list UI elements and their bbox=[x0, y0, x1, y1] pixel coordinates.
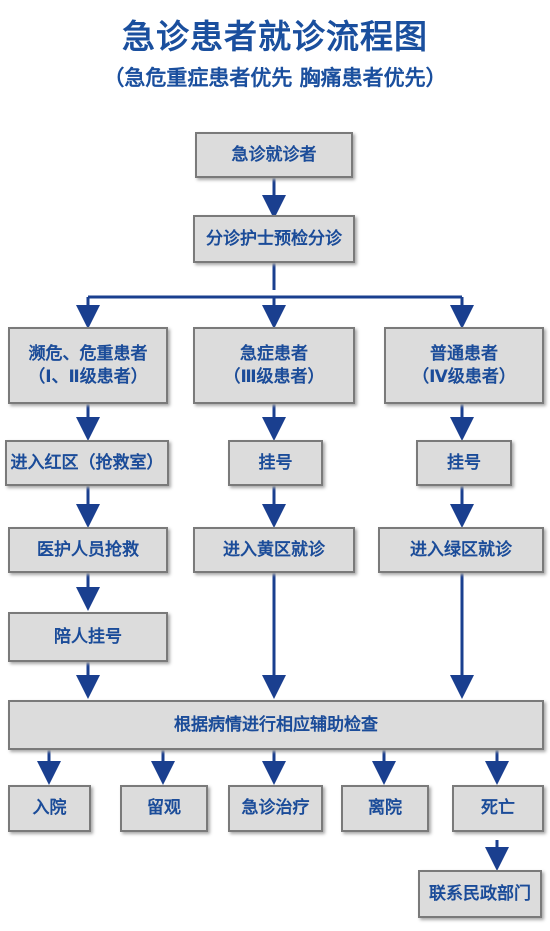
yellow-zone-box: 进入黄区就诊 bbox=[193, 527, 355, 573]
rescue-box: 医护人员抢救 bbox=[8, 527, 168, 573]
normal-patients-label: 普通患者 bbox=[430, 344, 498, 365]
civil-affairs-box: 联系民政部门 bbox=[418, 870, 542, 918]
rescue-label: 医护人员抢救 bbox=[37, 539, 139, 560]
observe-box: 留观 bbox=[120, 785, 208, 832]
urgent-level-label: （Ⅲ级患者） bbox=[223, 366, 325, 387]
green-zone-label: 进入绿区就诊 bbox=[410, 539, 512, 560]
urgent-patients-label: 急症患者 bbox=[240, 344, 308, 365]
register-normal-box: 挂号 bbox=[416, 440, 512, 486]
register-normal-label: 挂号 bbox=[447, 452, 481, 473]
escort-register-box: 陪人挂号 bbox=[8, 612, 168, 662]
exam-label: 根据病情进行相应辅助检查 bbox=[174, 714, 378, 735]
critical-patients-label: 濒危、危重患者 bbox=[28, 344, 148, 365]
admit-label: 入院 bbox=[32, 798, 67, 819]
urgent-patients-box: 急症患者 （Ⅲ级患者） bbox=[193, 327, 355, 404]
critical-level-label: （Ⅰ、Ⅱ级患者） bbox=[28, 366, 148, 387]
red-zone-box: 进入红区（抢救室） bbox=[5, 440, 169, 486]
green-zone-box: 进入绿区就诊 bbox=[378, 527, 544, 573]
observe-label: 留观 bbox=[147, 798, 181, 819]
patient-box: 急诊就诊者 bbox=[195, 132, 353, 178]
page-title: 急诊患者就诊流程图 bbox=[122, 17, 428, 56]
normal-patients-box: 普通患者 （Ⅳ级患者） bbox=[384, 327, 544, 404]
admit-box: 入院 bbox=[8, 785, 91, 832]
normal-level-label: （Ⅳ级患者） bbox=[412, 366, 516, 387]
death-label: 死亡 bbox=[481, 798, 515, 819]
page-subtitle: （急危重症患者优先 胸痛患者优先） bbox=[103, 66, 447, 90]
discharge-label: 离院 bbox=[368, 798, 402, 819]
civil-affairs-label: 联系民政部门 bbox=[429, 883, 531, 904]
exam-box: 根据病情进行相应辅助检查 bbox=[8, 700, 544, 750]
red-zone-label: 进入红区（抢救室） bbox=[10, 452, 164, 473]
discharge-box: 离院 bbox=[341, 785, 429, 832]
patient-label: 急诊就诊者 bbox=[231, 144, 317, 165]
critical-patients-box: 濒危、危重患者 （Ⅰ、Ⅱ级患者） bbox=[8, 327, 168, 404]
escort-register-label: 陪人挂号 bbox=[54, 626, 122, 647]
emergency-treatment-label: 急诊治疗 bbox=[241, 798, 310, 819]
triage-box: 分诊护士预检分诊 bbox=[193, 215, 355, 263]
death-box: 死亡 bbox=[452, 785, 544, 832]
register-urgent-box: 挂号 bbox=[228, 440, 323, 486]
triage-label: 分诊护士预检分诊 bbox=[206, 228, 342, 249]
register-urgent-label: 挂号 bbox=[258, 452, 293, 473]
emergency-treatment-box: 急诊治疗 bbox=[228, 785, 323, 832]
yellow-zone-label: 进入黄区就诊 bbox=[223, 539, 325, 560]
